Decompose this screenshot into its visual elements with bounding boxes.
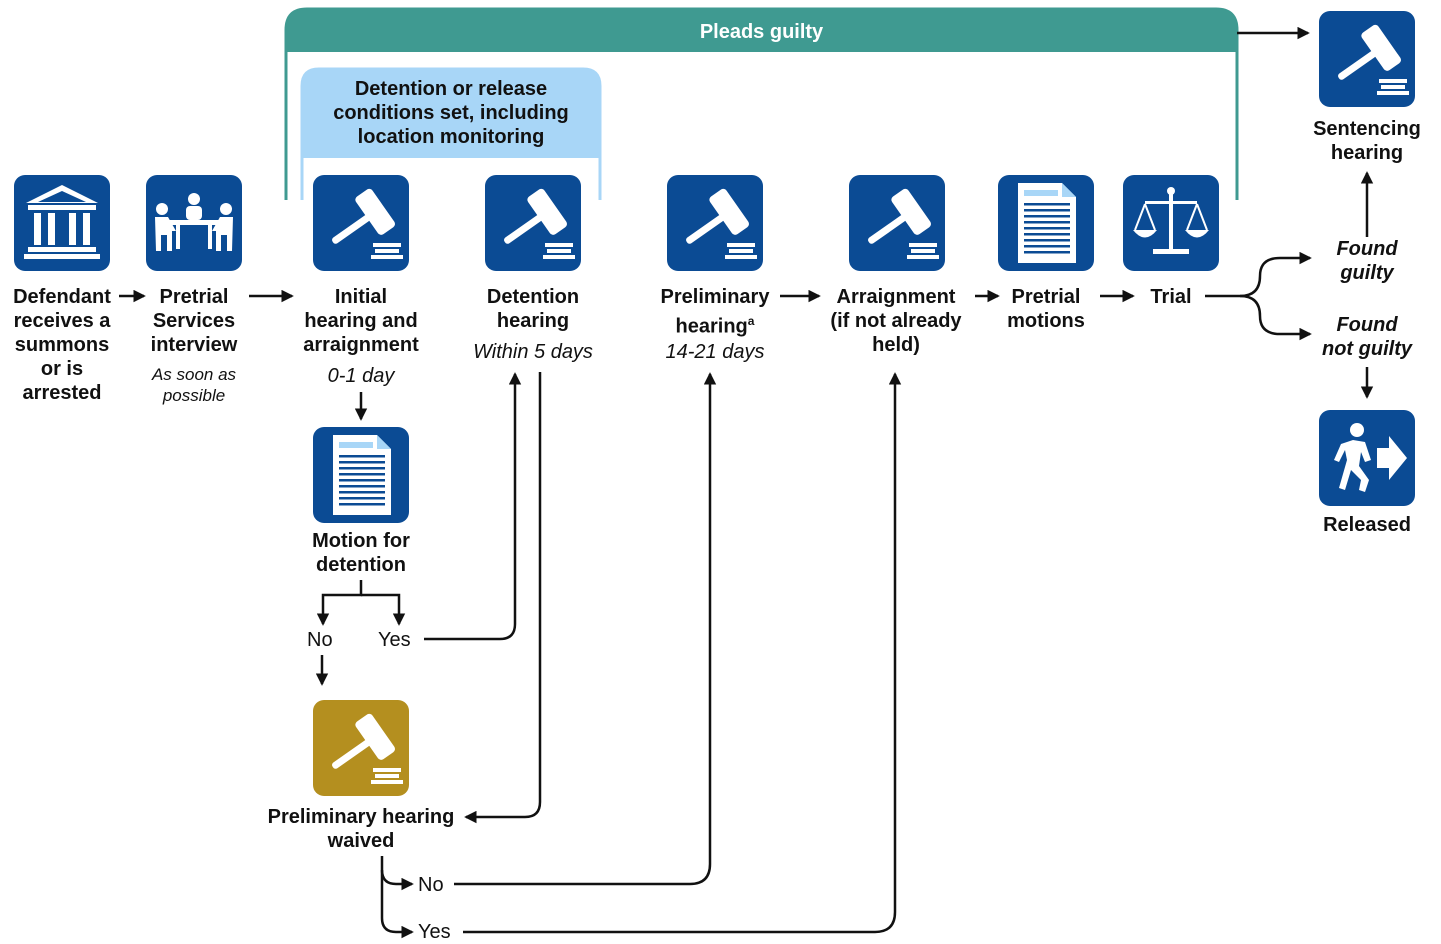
gavel-icon: [485, 175, 581, 271]
found-guilty-label: Found guilty: [1302, 237, 1432, 285]
waived-yes-label: Yes: [418, 921, 451, 943]
gavel-icon: [1319, 11, 1415, 107]
label-line: motions: [1007, 310, 1085, 332]
walking-exit-icon: [1319, 410, 1415, 506]
sentencing-label: Sentencing hearing: [1302, 117, 1432, 165]
defendant-label: Defendant receives a summons or is arres…: [2, 285, 122, 405]
label-line: arrested: [22, 382, 102, 404]
label-line: Pretrial: [159, 286, 229, 308]
label-line: waived: [327, 830, 395, 852]
label-text: hearing: [675, 315, 748, 338]
label-line: Preliminary hearing: [267, 806, 455, 828]
arraignment-label: Arraignment (if not already held): [816, 285, 976, 357]
label-line: hearing: [496, 310, 570, 332]
conditions-line: location monitoring: [357, 126, 545, 148]
label-line: detention: [316, 554, 406, 576]
label-line: not guilty: [1322, 338, 1412, 360]
preliminary-hearing-timing: 14-21 days: [665, 341, 765, 363]
label-line: arraignment: [303, 334, 419, 356]
label-line: Services: [152, 310, 236, 332]
initial-hearing-timing: 0-1 day: [327, 365, 395, 387]
conditions-line: conditions set, including: [333, 102, 569, 124]
label-line: hearing and: [304, 310, 418, 332]
label-line: hearing: [1330, 142, 1404, 164]
courthouse-icon: [14, 175, 110, 271]
gavel-icon: [849, 175, 945, 271]
preliminary-hearing-label: Preliminary hearinga: [640, 285, 790, 339]
gavel-icon: [313, 700, 409, 796]
conditions-line: Detention or release: [354, 78, 548, 100]
gavel-icon: [667, 175, 763, 271]
label-line: Arraignment: [836, 286, 956, 308]
pretrial-motions-label: Pretrial motions: [996, 285, 1096, 333]
footnote-marker: a: [747, 314, 755, 328]
label-line: (if not already: [830, 310, 962, 332]
meeting-icon: [146, 175, 242, 271]
document-icon: [313, 427, 409, 523]
label-line: receives a: [13, 310, 111, 332]
motion-yes-label: Yes: [378, 629, 411, 651]
label-line: summons: [14, 334, 110, 356]
label-line: guilty: [1340, 262, 1394, 284]
label-line: Sentencing: [1313, 118, 1421, 140]
label-line: Preliminary: [660, 286, 770, 308]
timing-line: As soon as: [151, 365, 237, 384]
label-line: Defendant: [13, 286, 111, 308]
label-line: or is: [40, 358, 84, 380]
label-line: interview: [150, 334, 238, 356]
label-line: Motion for: [312, 530, 410, 552]
timing-line: possible: [162, 386, 226, 405]
label-line: hearinga: [640, 309, 790, 339]
label-line: Found: [1336, 238, 1398, 260]
document-icon: [998, 175, 1094, 271]
label-line: Pretrial: [1011, 286, 1081, 308]
gavel-icon: [313, 175, 409, 271]
label-line: Found: [1336, 314, 1398, 336]
label-line: Detention: [486, 286, 580, 308]
motion-detention-label: Motion for detention: [291, 529, 431, 577]
pretrial-services-timing: As soon as possible: [134, 364, 254, 406]
conditions-box: Detention or release conditions set, inc…: [302, 77, 600, 149]
waived-no-label: No: [418, 874, 444, 896]
released-label: Released: [1323, 514, 1411, 536]
detention-hearing-label: Detention hearing: [453, 285, 613, 333]
scales-icon: [1123, 175, 1219, 271]
motion-no-label: No: [307, 629, 333, 651]
label-line: Initial: [334, 286, 388, 308]
pretrial-services-label: Pretrial Services interview: [134, 285, 254, 357]
found-not-guilty-label: Found not guilty: [1302, 313, 1432, 361]
initial-hearing-label: Initial hearing and arraignment: [291, 285, 431, 357]
detention-hearing-timing: Within 5 days: [473, 341, 593, 363]
trial-label: Trial: [1150, 286, 1192, 308]
prelim-waived-label: Preliminary hearing waived: [250, 805, 472, 853]
label-line: held): [872, 334, 920, 356]
pleads-guilty-label: Pleads guilty: [699, 21, 824, 43]
